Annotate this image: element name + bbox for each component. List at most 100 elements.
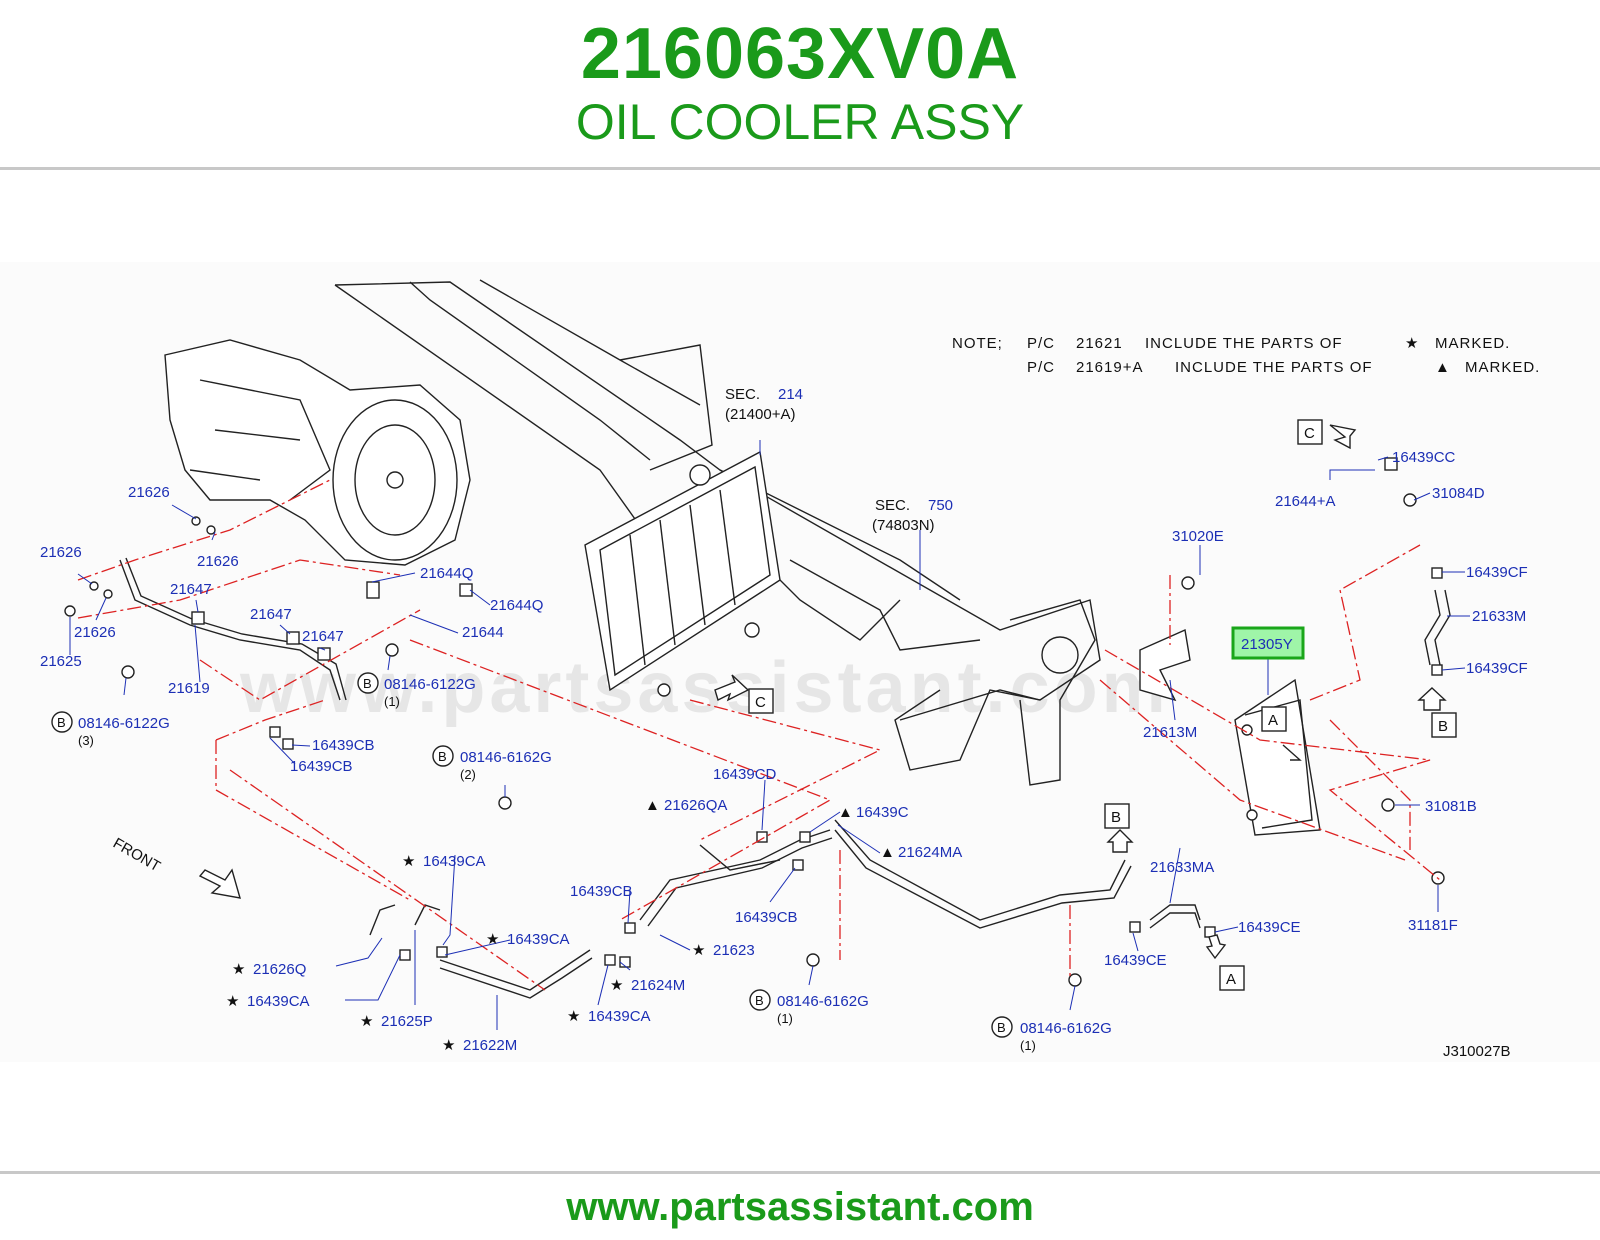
marker-c-2: C <box>1304 425 1315 442</box>
marker-a-1: A <box>1268 712 1278 729</box>
label-21644q-a[interactable]: 21644Q <box>420 565 473 582</box>
label-21647-b[interactable]: 21647 <box>250 606 292 623</box>
sec-750-link[interactable]: 750 <box>928 497 953 514</box>
label-16439cb-b[interactable]: 16439CB <box>290 758 353 775</box>
bolt-callouts: B 08146-6122G (3) B 08146-6122G (1) B 08… <box>51 672 1112 1053</box>
marker-b-2: B <box>1111 809 1121 826</box>
label-16439ca-c[interactable]: 16439CA <box>247 993 310 1010</box>
label-21633ma[interactable]: 21633MA <box>1150 859 1214 876</box>
label-16439cb-c[interactable]: 16439CB <box>570 883 633 900</box>
star-21624m: ★ <box>610 977 623 994</box>
note-line2-text: INCLUDE THE PARTS OF <box>1175 359 1373 376</box>
note-prefix: NOTE; <box>952 335 1003 352</box>
label-21644q-b[interactable]: 21644Q <box>490 597 543 614</box>
label-16439c[interactable]: 16439C <box>856 804 909 821</box>
sec-750-prefix: SEC. <box>875 497 910 514</box>
star-21625p: ★ <box>360 1013 373 1030</box>
tube-assemblies <box>119 557 1451 999</box>
tri-21626qa: ▲ <box>645 797 660 814</box>
star-21626q: ★ <box>232 961 245 978</box>
svg-text:21305Y[interactable]: 21305Y <box>1241 636 1293 653</box>
footer-divider <box>0 1171 1600 1174</box>
label-21622m[interactable]: 21622M <box>463 1037 517 1054</box>
bracket-21613m <box>1139 628 1191 702</box>
label-16439cb-a[interactable]: 16439CB <box>312 737 375 754</box>
label-21624ma[interactable]: 21624MA <box>898 844 962 861</box>
label-21613m[interactable]: 21613M <box>1143 724 1197 741</box>
label-16439ce-a[interactable]: 16439CE <box>1238 919 1301 936</box>
label-21619[interactable]: 21619 <box>168 680 210 697</box>
svg-text:B: B <box>755 993 764 1008</box>
bolt-08146-6162g-1b[interactable]: 08146-6162G <box>1020 1020 1112 1037</box>
bolt-08146-6162g-1a[interactable]: 08146-6162G <box>777 993 869 1010</box>
note-pc-2: P/C <box>1027 359 1055 376</box>
bolt-qty-2: (2) <box>460 767 476 782</box>
bolt-08146-6122g-3[interactable]: 08146-6122G <box>78 715 170 732</box>
label-21625p[interactable]: 21625P <box>381 1013 433 1030</box>
sec-750-sub: (74803N) <box>872 517 935 534</box>
label-21625[interactable]: 21625 <box>40 653 82 670</box>
leader-lines <box>69 440 1470 1030</box>
arrow-up-b-icon <box>1106 829 1134 853</box>
arrow-down-a-icon <box>1205 934 1227 960</box>
label-21644a[interactable]: 21644+A <box>1275 493 1335 510</box>
parts-diagram: www.partsassistant.com <box>40 279 1540 1060</box>
highlighted-part-21305y[interactable]: 21305Y <box>1231 626 1305 660</box>
label-16439ca-b[interactable]: 16439CA <box>507 931 570 948</box>
label-31084d[interactable]: 31084D <box>1432 485 1485 502</box>
svg-text:B: B <box>57 715 66 730</box>
footer-url-link[interactable]: www.partsassistant.com <box>566 1185 1034 1229</box>
note-line1-text: INCLUDE THE PARTS OF <box>1145 335 1343 352</box>
sec-214-link[interactable]: 214 <box>778 386 803 403</box>
front-arrow-icon <box>198 868 241 899</box>
label-16439cd[interactable]: 16439CD <box>713 766 777 783</box>
label-16439ca-a[interactable]: 16439CA <box>423 853 486 870</box>
svg-text:B: B <box>438 749 447 764</box>
star-16439ca-d: ★ <box>567 1008 580 1025</box>
section-references: SEC. 214 (21400+A) SEC. 750 (74803N) <box>725 386 953 534</box>
arrow-to-b-icon <box>1417 687 1447 711</box>
tri-16439c: ▲ <box>838 804 853 821</box>
svg-text:B: B <box>997 1020 1006 1035</box>
label-21626qa[interactable]: 21626QA <box>664 797 727 814</box>
note-part-21621[interactable]: 21621 <box>1076 335 1123 352</box>
label-31081b[interactable]: 31081B <box>1425 798 1477 815</box>
note-part-21619a[interactable]: 21619+A <box>1076 359 1143 376</box>
part-name-subtitle: OIL COOLER ASSY <box>575 94 1025 150</box>
bolt-qty-3: (3) <box>78 733 94 748</box>
bolt-qty-1c: (1) <box>1020 1038 1036 1053</box>
label-16439ca-d[interactable]: 16439CA <box>588 1008 651 1025</box>
label-21644[interactable]: 21644 <box>462 624 504 641</box>
bolt-08146-6122g-1[interactable]: 08146-6122G <box>384 676 476 693</box>
marker-b-1: B <box>1438 718 1448 735</box>
bolt-08146-6162g-2[interactable]: 08146-6162G <box>460 749 552 766</box>
label-31181f[interactable]: 31181F <box>1408 917 1458 934</box>
label-16439cf-b[interactable]: 16439CF <box>1466 660 1528 677</box>
label-21626-d[interactable]: 21626 <box>74 624 116 641</box>
sec-214-sub: (21400+A) <box>725 406 795 423</box>
label-21624m[interactable]: 21624M <box>631 977 685 994</box>
label-16439ce-b[interactable]: 16439CE <box>1104 952 1167 969</box>
label-16439cc[interactable]: 16439CC <box>1392 449 1456 466</box>
note-line1-end: MARKED. <box>1435 335 1510 352</box>
marker-c-1: C <box>755 694 766 711</box>
label-21633m[interactable]: 21633M <box>1472 608 1526 625</box>
label-21626-c[interactable]: 21626 <box>40 544 82 561</box>
label-16439cf-a[interactable]: 16439CF <box>1466 564 1528 581</box>
star-21622m: ★ <box>442 1037 455 1054</box>
star-16439ca-a: ★ <box>402 853 415 870</box>
label-21626-b[interactable]: 21626 <box>197 553 239 570</box>
bolt-qty-1b: (1) <box>777 1011 793 1026</box>
label-16439cb-d[interactable]: 16439CB <box>735 909 798 926</box>
star-16439ca-c: ★ <box>226 993 239 1010</box>
label-31020e[interactable]: 31020E <box>1172 528 1224 545</box>
label-21647-c[interactable]: 21647 <box>302 628 344 645</box>
label-21647-a[interactable]: 21647 <box>170 581 212 598</box>
sec-214-prefix: SEC. <box>725 386 760 403</box>
star-21623: ★ <box>692 942 705 959</box>
note-star-symbol: ★ <box>1405 335 1419 352</box>
label-21626-a[interactable]: 21626 <box>128 484 170 501</box>
label-21626q[interactable]: 21626Q <box>253 961 306 978</box>
label-21623[interactable]: 21623 <box>713 942 755 959</box>
note-block: NOTE; P/C 21621 INCLUDE THE PARTS OF ★ M… <box>952 335 1539 376</box>
